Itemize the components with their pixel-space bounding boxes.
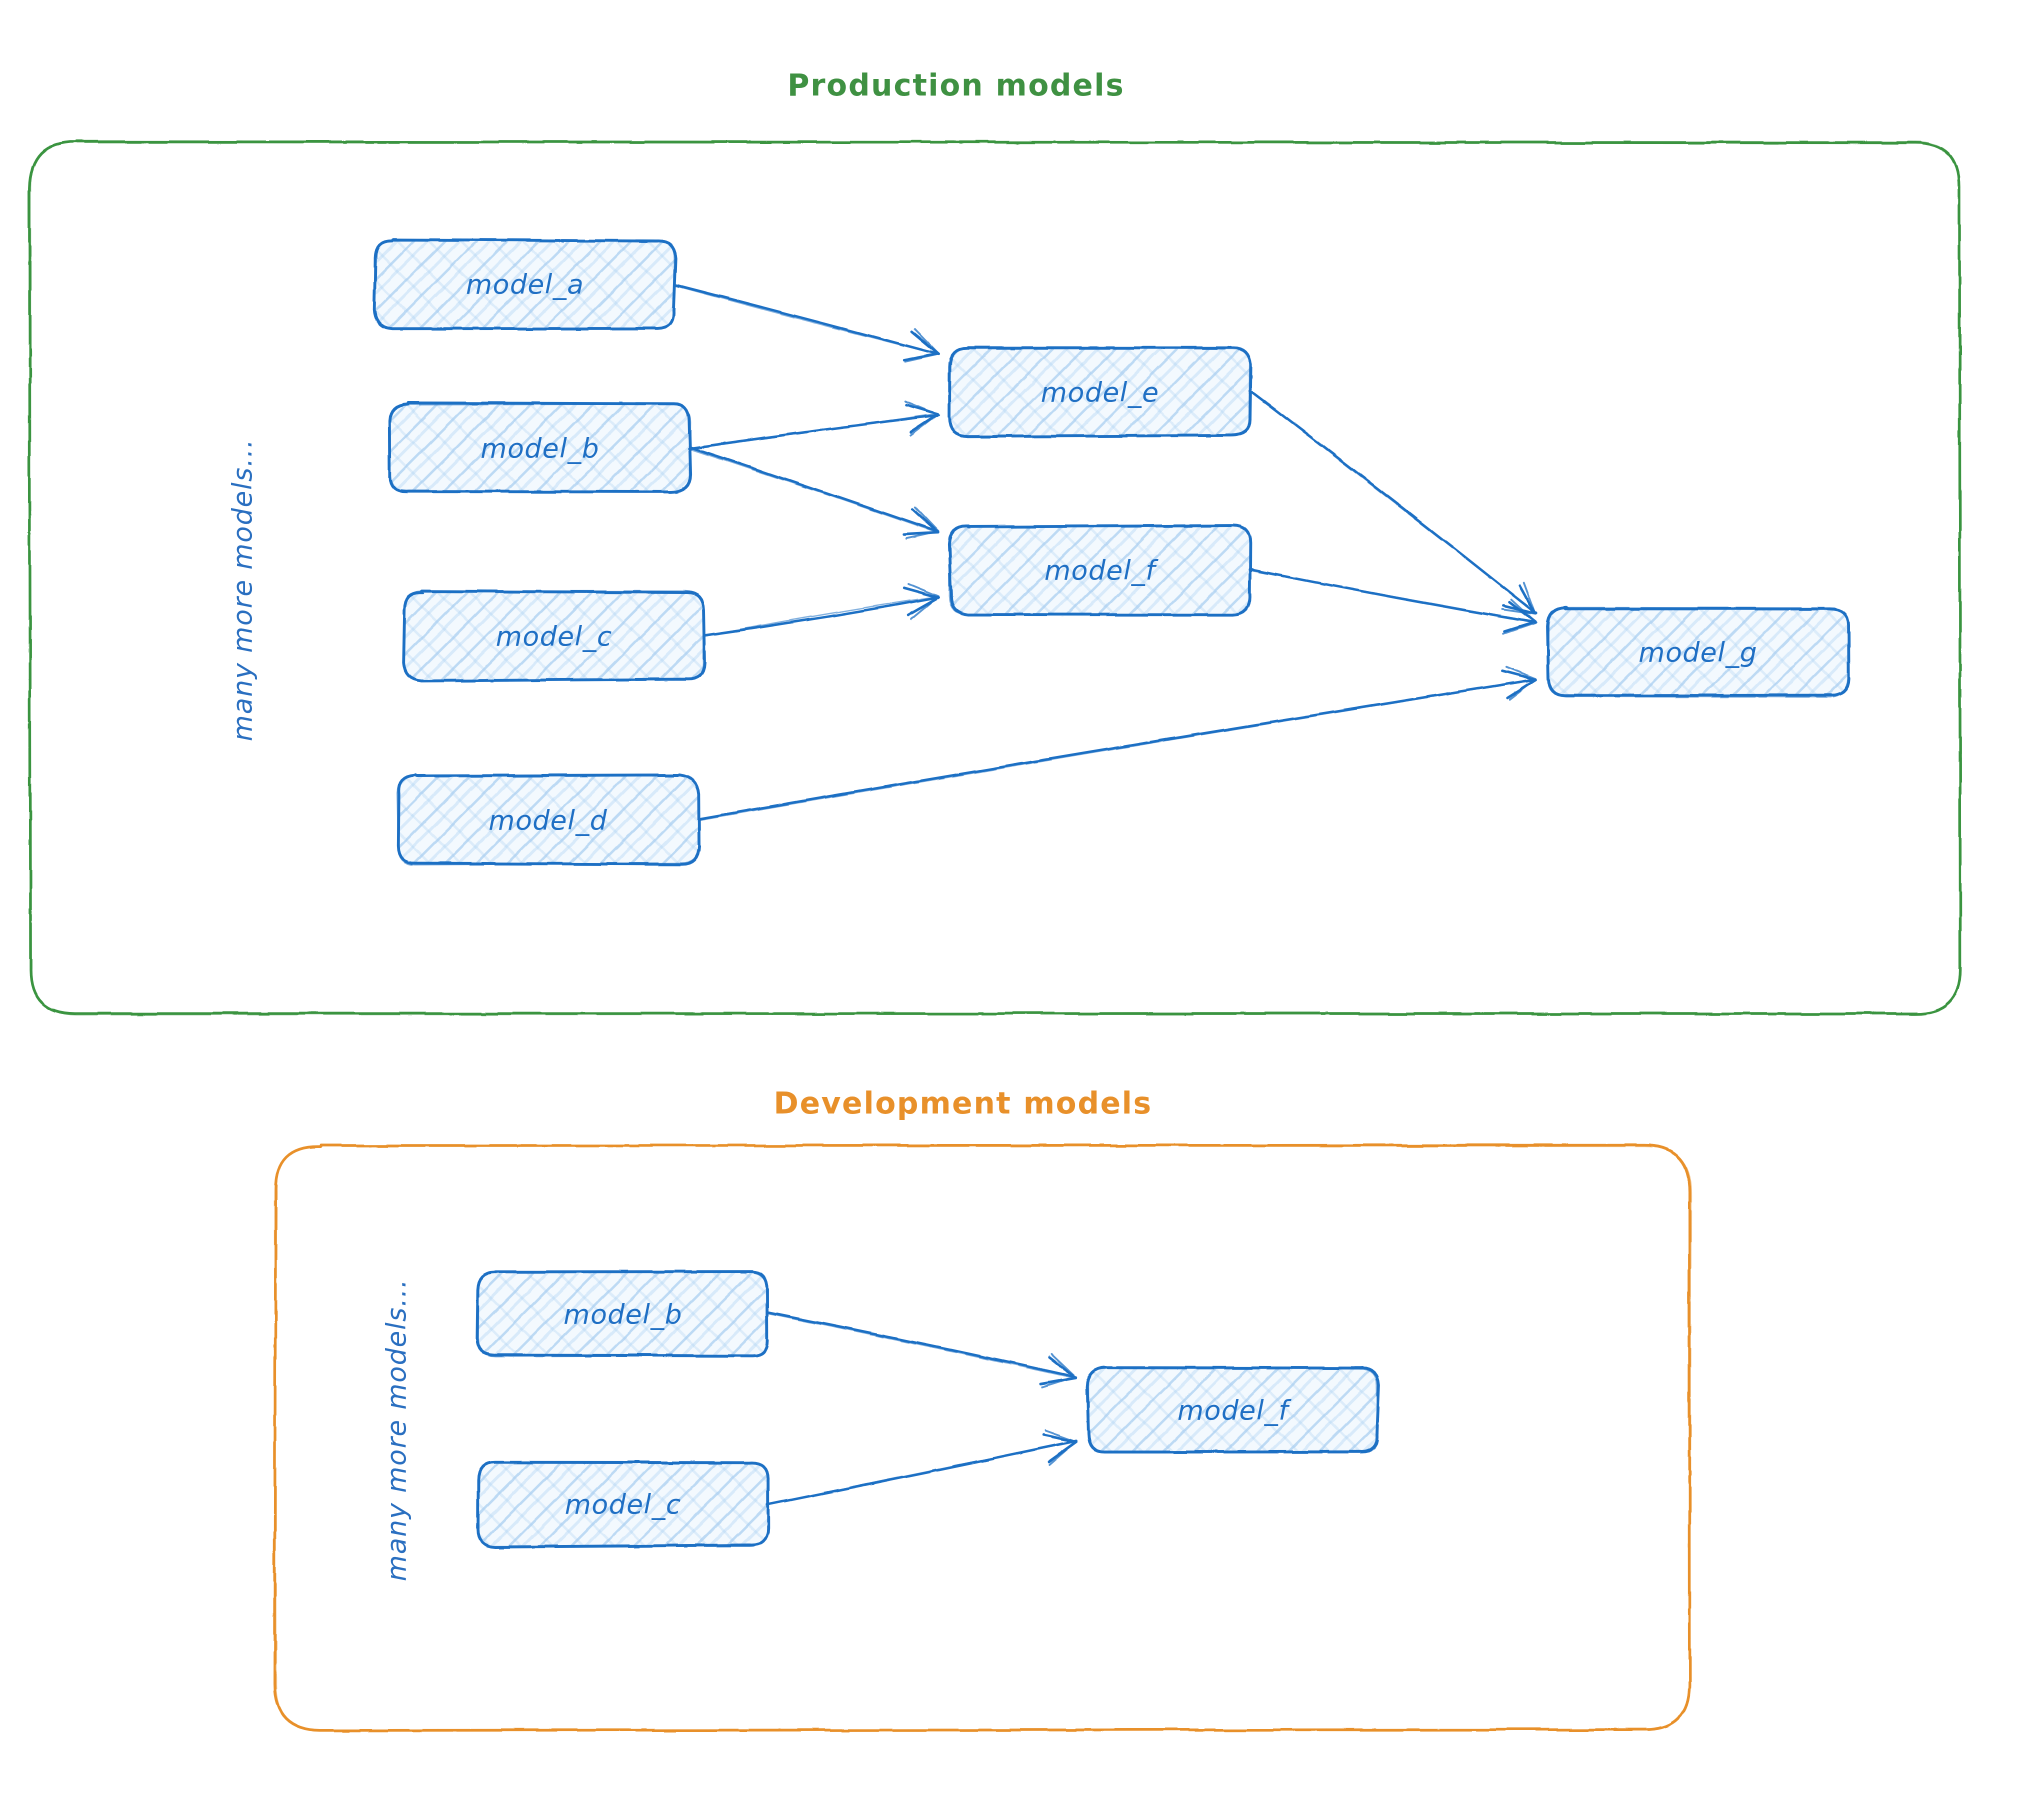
group-title-production: Production models (787, 68, 1125, 104)
node-label-model_f: model_f (1044, 555, 1156, 587)
node-label-model_d: model_d (488, 805, 608, 837)
edge-model_b-to-model_f (689, 446, 939, 534)
side-label-production: many more models... (227, 438, 259, 742)
node-model_d (396, 773, 701, 866)
group-border-development (273, 1143, 1692, 1732)
node-model_b (387, 401, 693, 494)
node-model_e (948, 346, 1253, 439)
edge-dev_model_b-to-dev_model_f (766, 1312, 1077, 1380)
node-label-model_e: model_e (1040, 377, 1160, 409)
edges-production (673, 283, 1538, 821)
edge-model_b-to-model_f (689, 448, 938, 534)
node-dev_model_c (476, 1460, 770, 1549)
edge-model_d-to-model_g (697, 678, 1538, 821)
group-title-development: Development models (773, 1086, 1153, 1122)
group-border-production (29, 140, 1961, 1016)
node-model_c (402, 589, 706, 683)
group-border-development (273, 1144, 1692, 1732)
edge-model_e-to-model_g (1250, 390, 1538, 614)
node-label-dev_model_b: model_b (563, 1299, 683, 1331)
node-dev_model_f (1085, 1365, 1381, 1454)
edge-model_f-to-model_g (1248, 569, 1538, 624)
edges-development (766, 1311, 1079, 1506)
edge-dev_model_b-to-dev_model_f (767, 1311, 1078, 1379)
node-label-model_b: model_b (480, 433, 600, 465)
node-model_g (1546, 606, 1851, 698)
edge-model_a-to-model_e (673, 284, 939, 356)
node-dev_model_b (475, 1270, 769, 1358)
node-label-dev_model_f: model_f (1177, 1395, 1289, 1427)
node-label-model_c: model_c (495, 621, 613, 653)
group-production (28, 140, 1962, 1016)
node-model_a (372, 238, 678, 331)
edge-model_c-to-model_f (702, 595, 939, 638)
node-label-dev_model_c: model_c (564, 1489, 682, 1521)
edge-dev_model_c-to-dev_model_f (767, 1441, 1078, 1506)
edge-model_b-to-model_e (690, 412, 938, 450)
edge-model_a-to-model_e (674, 283, 941, 356)
group-development (273, 1143, 1692, 1732)
node-model_f (947, 524, 1252, 617)
node-label-model_a: model_a (465, 269, 585, 301)
node-label-model_g: model_g (1638, 637, 1758, 669)
side-label-development: many more models... (381, 1278, 413, 1582)
